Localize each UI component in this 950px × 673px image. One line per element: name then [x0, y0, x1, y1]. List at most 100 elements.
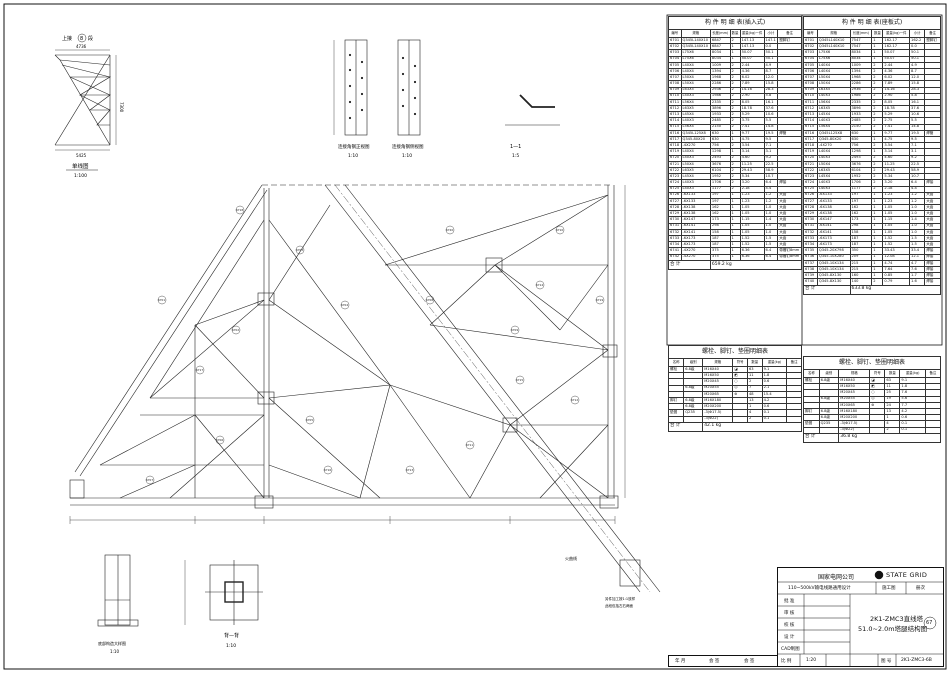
callout-6708: 6708	[426, 298, 433, 302]
table-header-row: 编号规格长度(mm) 数量重量(kg)一件小计备注	[803, 29, 941, 38]
detail-rear-view	[184, 560, 263, 625]
bolt-insert-cell	[667, 415, 685, 423]
member-insert-cell: 6.36	[739, 253, 765, 261]
table-header-row: 名称级别规格 符号数量重量(kg)备注	[667, 358, 802, 367]
member-table-base-total: 633.8 kg	[849, 284, 942, 295]
member-base-cell: 2	[871, 278, 884, 286]
bolt-table-insert-title: 螺栓、脚钉、垫圈明细表	[668, 345, 802, 359]
bolt-base-cell	[803, 426, 820, 434]
drawing-name-1: 2K1-ZMC3直线塔	[870, 615, 924, 623]
detail-bottom-view	[97, 554, 139, 627]
bolt-table-insert-total-label: 合 计	[667, 421, 704, 432]
footer-date: 年 月	[675, 659, 686, 664]
detail-bottom-scale: 1:10	[110, 649, 119, 654]
member-base-cell: 1.6	[909, 278, 926, 286]
section-1-1-scale: 1:5	[512, 153, 519, 159]
detail-rear-scale: 1:10	[226, 643, 236, 649]
scale-label: 比 例	[781, 659, 792, 664]
bolt-base-cell: 0.1	[899, 426, 926, 434]
note-both-faces: 此段包括左右两面	[605, 603, 633, 608]
splice-side-scale: 1:10	[402, 153, 412, 159]
callout-6704: 6704	[341, 303, 348, 307]
volume-label: 册次	[916, 586, 925, 591]
single-line-diagram	[54, 49, 117, 151]
bolt-table-base-title: 螺栓、脚钉、垫圈明细表	[803, 356, 941, 370]
callout-6706: 6706	[216, 438, 223, 442]
callout-6719: 6719	[596, 298, 603, 302]
member-base-cell: 焊接	[924, 278, 941, 286]
bolt-insert-cell	[732, 415, 748, 423]
callout-6712: 6712	[571, 398, 578, 402]
detail-rear-title: 背—背	[224, 632, 239, 639]
footer-countersign-2: 会 签	[744, 659, 755, 664]
drawing-name-2: 51.0~2.0m塔腿结构图	[858, 625, 928, 633]
member-table-insert-title: 构 件 明 细 表(插入式)	[668, 16, 802, 30]
single-line-top-label: 上接	[62, 35, 72, 42]
company-name: 国家电网公司	[818, 574, 855, 581]
single-line-dim-right: 7300	[119, 102, 124, 113]
member-insert-cell: 1	[729, 253, 741, 261]
cad-label: CAD制图	[781, 647, 800, 652]
table-header-row: 名称级别规格 符号数量重量(kg)备注	[803, 369, 942, 378]
callout-6701: 6701	[158, 298, 165, 302]
title-block-grid	[778, 570, 943, 666]
splice-rear-view	[333, 39, 368, 136]
callout-6715: 6715	[516, 378, 523, 382]
member-insert-cell: 带槽钉8mm	[777, 253, 802, 261]
member-table-insert-total-label: 合 计	[668, 259, 711, 270]
section-1-1-view	[519, 94, 555, 108]
bolt-table-base-total: 36.8 kg	[838, 432, 941, 443]
single-line-scale: 1:100	[74, 173, 87, 179]
state-grid-logo-icon: STATE GRID	[886, 571, 928, 579]
project-name: 110~500kV输电线路通用设计	[788, 586, 851, 591]
footer-strip: 年 月 会 签 会 签	[668, 655, 778, 667]
callout-6716: 6716	[324, 468, 331, 472]
callout-6711: 6711	[466, 443, 473, 447]
table-header-row: 编号规格长度(mm) 数量重量(kg)一件小计备注	[668, 29, 802, 38]
footer-countersign-1: 会 签	[709, 659, 720, 664]
design-label: 设 计	[784, 635, 795, 640]
callout-6703: 6703	[296, 248, 303, 252]
callout-6718: 6718	[236, 208, 243, 212]
callout-6707: 6707	[146, 478, 153, 482]
callout-6717: 6717	[196, 368, 203, 372]
approve-label: 批 准	[784, 599, 795, 604]
single-line-top-suffix: 段	[88, 35, 93, 42]
section-1-1-title: 1—1	[510, 144, 521, 150]
check-label: 校 核	[784, 623, 795, 628]
member-table-base: 构 件 明 细 表(座板式) 编号规格长度(mm) 数量重量(kg)一件小计备注…	[803, 16, 942, 295]
splice-rear-title: 连接角钢正视图	[338, 143, 370, 150]
callout-6714: 6714	[536, 283, 543, 287]
drawing-no: 2K1-ZMC3-6B	[901, 658, 932, 663]
bolt-base-cell	[924, 426, 942, 434]
single-line-dim-bottom: 5425	[76, 153, 87, 158]
sheet-number: 67	[926, 620, 933, 626]
